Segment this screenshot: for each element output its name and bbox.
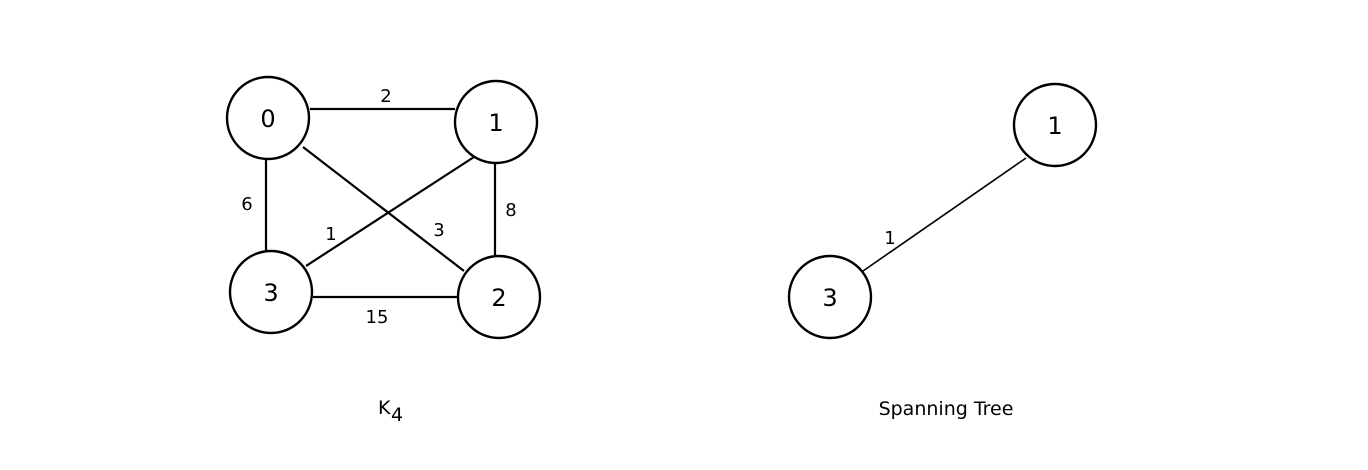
k4-node-0-label: 0 [260,105,275,133]
tree-node-1: 1 [1012,82,1098,168]
k4-node-3-label: 3 [263,279,278,307]
tree-node-3-label: 3 [822,284,837,312]
edge-weight-0-1: 2 [380,86,391,107]
k4-caption-subscript: 4 [391,404,403,426]
tree-edge-weight-3-1: 1 [884,228,895,249]
k4-node-3: 3 [228,249,314,335]
tree-node-1-label: 1 [1047,112,1062,140]
spanning-tree-graph: 1 1 3 Spanning Tree [787,82,1098,420]
k4-node-1: 1 [453,79,539,165]
k4-node-2: 2 [456,254,542,340]
k4-node-0: 0 [225,75,311,161]
edge-0-2 [302,146,465,272]
edge-weight-1-2: 8 [505,200,516,221]
tree-edge-3-1 [862,157,1027,272]
edge-weight-0-3: 6 [241,194,252,215]
edge-weight-1-3: 1 [325,224,336,245]
k4-caption-main: K [378,397,391,419]
k4-graph: 2 6 8 1 3 15 0 1 3 2 K 4 [225,75,542,426]
k4-caption: K 4 [378,397,403,426]
k4-node-1-label: 1 [488,109,503,137]
spanning-tree-caption: Spanning Tree [879,398,1014,420]
k4-node-2-label: 2 [491,284,506,312]
tree-node-3: 3 [787,254,873,340]
edge-1-3 [305,156,475,267]
edge-weight-0-2: 3 [433,220,444,241]
edge-weight-3-2: 15 [366,307,389,328]
